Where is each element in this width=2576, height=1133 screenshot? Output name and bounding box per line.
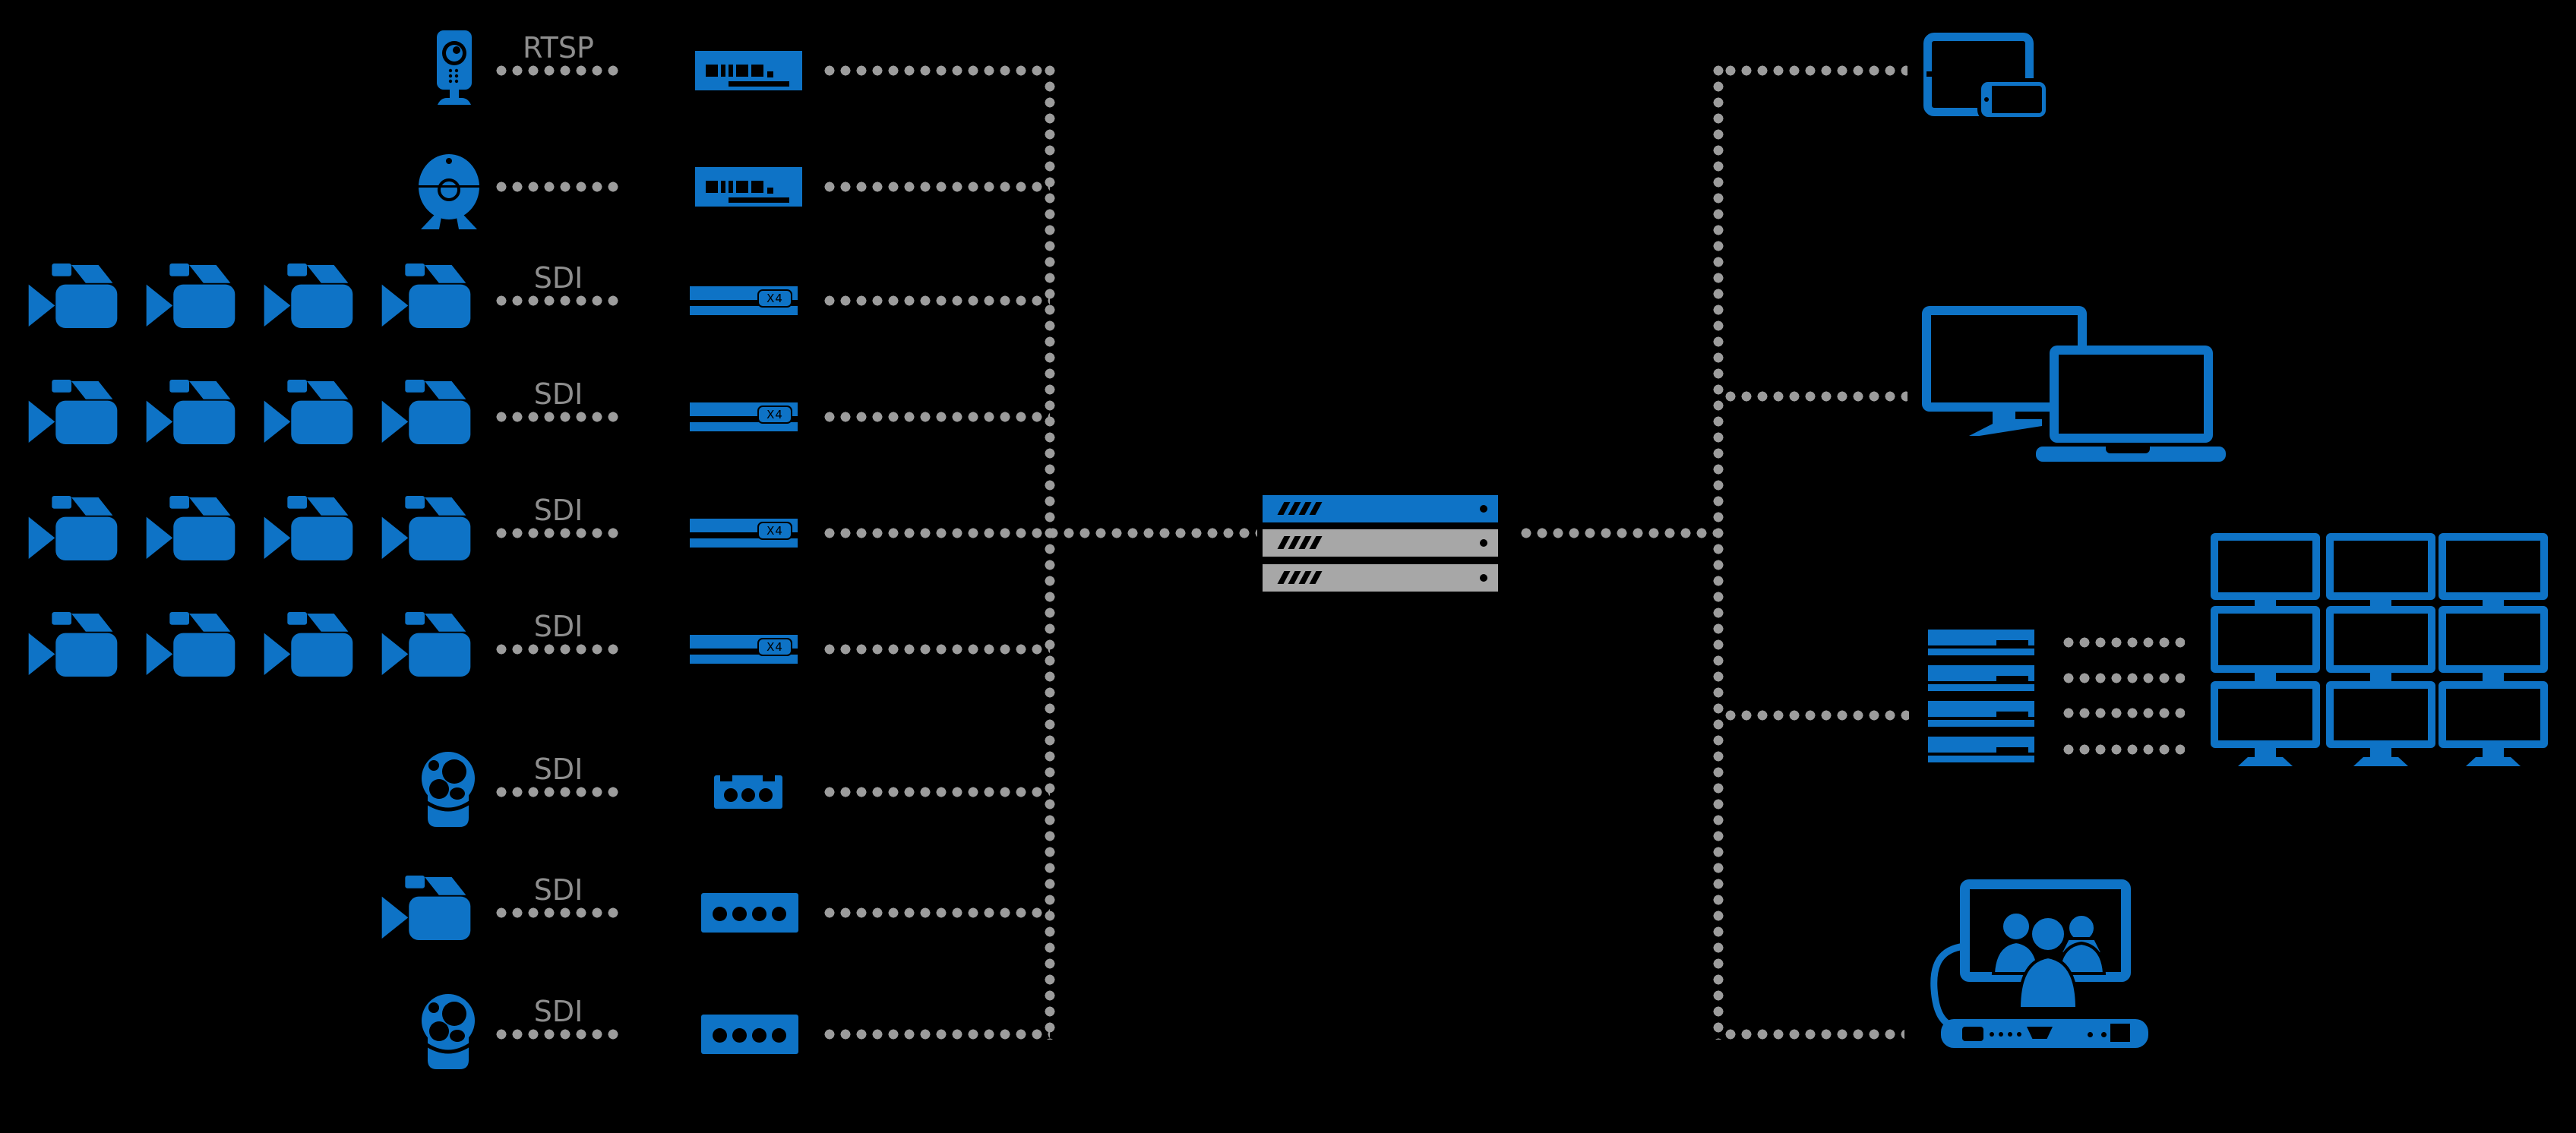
camcorder-icon: [146, 380, 237, 444]
dotted-connector: [1725, 710, 1909, 721]
laptop-icon: [2050, 346, 2213, 443]
dotted-connector: [1725, 1029, 1904, 1040]
video-wall-monitor: [2326, 606, 2435, 673]
phone-home-button: [1984, 97, 1989, 102]
dotted-connector: [496, 644, 621, 655]
dotted-connector: [1521, 528, 1715, 538]
dotted-bus-right: [1713, 65, 1724, 1040]
protocol-label: SDI: [533, 873, 583, 907]
video-wall-monitor: [2326, 533, 2435, 600]
x4-encoder-icon: X4: [690, 286, 798, 315]
protocol-label: SDI: [533, 261, 583, 295]
server-rack-icon: [1263, 495, 1498, 522]
dotted-connector: [824, 907, 1050, 918]
dotted-connector: [1725, 65, 1908, 76]
x4-encoder-icon: X4: [690, 519, 798, 548]
dotted-connector: [824, 787, 1050, 797]
ip-camera-icon: [435, 30, 474, 105]
dotted-connector: [824, 1029, 1050, 1040]
dotted-bus-left: [1045, 65, 1055, 1040]
monitor-base: [1969, 418, 2042, 436]
camcorder-icon: [381, 876, 473, 940]
dotted-connector: [824, 412, 1050, 422]
x4-encoder-icon: X4: [690, 635, 798, 664]
dotted-connector: [496, 295, 621, 306]
camcorder-icon: [28, 380, 119, 444]
protocol-label: SDI: [533, 995, 583, 1028]
video-wall-monitor: [2439, 681, 2548, 748]
video-wall-monitor: [2211, 533, 2320, 600]
video-wall-monitor: [2439, 533, 2548, 600]
laptop-base-notch: [2106, 447, 2150, 453]
video-wall-monitor: [2326, 681, 2435, 748]
video-conference-codec: [1941, 1019, 2148, 1048]
camcorder-icon: [381, 264, 473, 328]
dotted-connector: [824, 181, 1050, 192]
capture-4port-icon: [701, 1015, 798, 1054]
video-wall-monitor: [2211, 681, 2320, 748]
dotted-connector: [1725, 391, 1908, 402]
dotted-connector: [496, 528, 621, 538]
dotted-connector: [496, 1029, 621, 1040]
capture-3port-icon: [714, 775, 782, 809]
monitor-icon: [1922, 306, 2087, 412]
camcorder-icon: [146, 264, 237, 328]
dotted-connector: [2063, 708, 2185, 718]
camcorder-icon: [264, 612, 355, 677]
dotted-connector: [824, 644, 1050, 655]
video-wall-monitor: [2211, 606, 2320, 673]
camcorder-icon: [264, 496, 355, 560]
phone-icon: [1981, 82, 2046, 117]
decoder-box-icon: [695, 51, 802, 90]
protocol-label: SDI: [533, 494, 583, 527]
protocol-label: SDI: [533, 753, 583, 786]
dotted-connector: [824, 295, 1050, 306]
video-wall-monitor: [2439, 606, 2548, 673]
camcorder-icon: [28, 612, 119, 677]
dotted-connector: [496, 65, 621, 76]
dotted-connector: [496, 412, 621, 422]
dotted-connector: [2063, 744, 2185, 755]
camcorder-icon: [381, 380, 473, 444]
protocol-label: SDI: [533, 610, 583, 643]
protocol-label: RTSP: [523, 31, 594, 65]
laptop-base: [2036, 447, 2226, 462]
camcorder-icon: [146, 496, 237, 560]
ptz-dome-camera-icon: [419, 993, 478, 1069]
camcorder-icon: [264, 380, 355, 444]
dotted-connector: [824, 528, 1257, 538]
dotted-connector: [496, 181, 621, 192]
ptz-dome-camera-icon: [419, 751, 478, 827]
server-rack-icon: [1263, 564, 1498, 592]
camcorder-icon: [381, 612, 473, 677]
x4-badge: X4: [757, 406, 792, 424]
dotted-connector: [496, 907, 621, 918]
server-rack-icon: [1263, 529, 1498, 557]
tablet-home-button: [1926, 71, 1932, 77]
webcam-icon: [416, 153, 482, 231]
dotted-connector: [2063, 673, 2185, 683]
capture-4port-icon: [701, 893, 798, 933]
protocol-label: SDI: [533, 377, 583, 411]
dotted-connector: [824, 65, 1050, 76]
dotted-connector: [2063, 637, 2185, 648]
camcorder-icon: [381, 496, 473, 560]
camcorder-icon: [264, 264, 355, 328]
x4-encoder-icon: X4: [690, 402, 798, 431]
camcorder-icon: [146, 612, 237, 677]
dotted-connector: [496, 787, 621, 797]
decoder-box-icon: [695, 167, 802, 207]
video-conference-people-icon: [1984, 905, 2112, 1008]
x4-badge: X4: [757, 289, 792, 308]
x4-badge: X4: [757, 522, 792, 540]
camcorder-icon: [28, 496, 119, 560]
camcorder-icon: [28, 264, 119, 328]
x4-badge: X4: [757, 638, 792, 656]
